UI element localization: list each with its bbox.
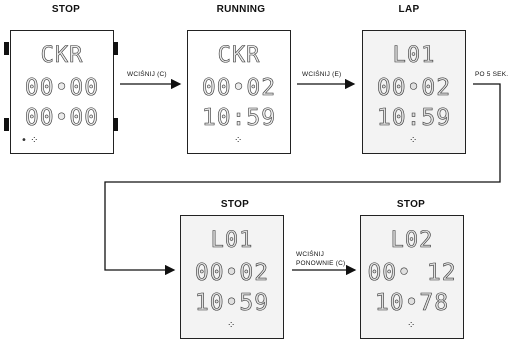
- transition-label-after-5-sec: PO 5 SEK.: [475, 71, 509, 78]
- arrow-lap-to-stop2: [104, 83, 501, 276]
- watch-display-running: CKR 00•02 10:59 ⁘: [187, 30, 291, 154]
- watch-button-bottom-right[interactable]: [113, 118, 118, 131]
- state-label-running: RUNNING: [216, 4, 266, 15]
- transition-label-press-c: WCIŚNIJ (C): [127, 71, 167, 78]
- display-middle-row: 00•02: [201, 75, 277, 102]
- display-bottom-row: 10•78: [374, 290, 450, 317]
- display-middle-row: 00•02: [376, 75, 452, 102]
- display-middle-row: 00•00: [24, 75, 100, 102]
- state-label-stop-3: STOP: [396, 199, 426, 210]
- watch-button-top-right[interactable]: [113, 42, 118, 55]
- display-indicator-dots: ⁘: [227, 320, 236, 331]
- watch-display-stop-1: CKR 00•00 00•00 • ⁘: [10, 30, 114, 154]
- display-indicator-dots: • ⁘: [21, 135, 39, 146]
- watch-button-bottom-left[interactable]: [4, 118, 9, 131]
- watch-display-stop-2: L01 00•02 10•59 ⁘: [180, 215, 284, 339]
- transition-label-press-e: WCIŚNIJ (E): [302, 71, 342, 78]
- display-bottom-row: 00•00: [24, 105, 100, 132]
- transition-label-press-again-line1: WCIŚNIJ: [296, 251, 325, 258]
- display-top-row: CKR: [217, 43, 261, 69]
- state-label-lap: LAP: [398, 4, 420, 15]
- transition-label-press-again-line2: PONOWNIE (C): [296, 260, 346, 267]
- state-label-stop-2: STOP: [220, 199, 250, 210]
- watch-display-lap: L01 00•02 10:59 ⁘: [362, 30, 466, 154]
- display-middle-row: 00• 12: [367, 260, 457, 287]
- state-label-stop-1: STOP: [51, 4, 81, 15]
- display-indicator-dots: ⁘: [407, 320, 416, 331]
- display-bottom-row: 10•59: [194, 290, 270, 317]
- display-top-row: L01: [392, 43, 436, 69]
- display-indicator-dots: ⁘: [409, 135, 418, 146]
- watch-display-stop-3: L02 00• 12 10•78 ⁘: [360, 215, 464, 339]
- display-bottom-row: 10:59: [201, 105, 277, 132]
- display-top-row: L01: [210, 228, 254, 254]
- watch-button-top-left[interactable]: [4, 42, 9, 55]
- display-top-row: CKR: [40, 43, 84, 69]
- display-middle-row: 00•02: [194, 260, 270, 287]
- display-top-row: L02: [390, 228, 434, 254]
- display-indicator-dots: ⁘: [234, 135, 243, 146]
- display-bottom-row: 10:59: [376, 105, 452, 132]
